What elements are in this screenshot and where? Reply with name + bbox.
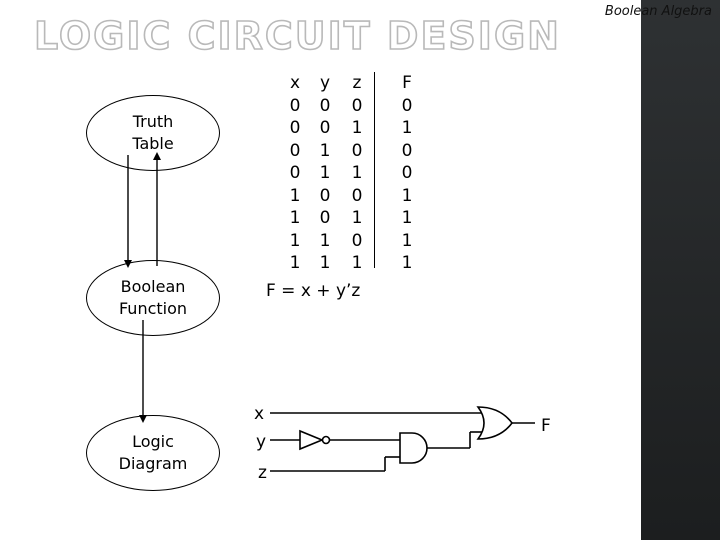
truth-table-cell: 0 [319,95,331,116]
node-truth-table-label: Truth Table [132,112,174,153]
truth-table-cell: 0 [401,95,413,116]
truth-table-cell: 1 [289,185,301,206]
truth-table-cell: 1 [351,118,363,138]
input-label-y: y [256,432,267,452]
truth-table-column-z: z 0 1 0 1 0 1 0 1 [342,72,372,275]
truth-table-cell: 0 [351,185,363,206]
truth-table-cell: 0 [289,118,301,138]
truth-table-cell: 0 [289,163,301,183]
truth-table-cell: 0 [351,230,363,251]
truth-table-cell: 0 [319,118,331,138]
output-label-f: F [541,416,551,436]
truth-table-cell: 1 [319,163,331,183]
truth-table-cell: 1 [351,253,363,273]
not-gate [299,429,331,451]
input-label-z: z [258,463,267,483]
input-label-x: x [254,404,265,424]
truth-table-cell: 1 [319,140,331,161]
truth-table-cell: 0 [289,140,301,161]
truth-table-header: z [352,73,362,93]
node-boolean-function: Boolean Function [86,260,220,336]
node-logic-diagram: Logic Diagram [86,415,220,491]
truth-table-cell: 0 [289,95,301,116]
truth-table-cell: 1 [401,185,413,206]
truth-table-column-x: x 0 0 0 0 1 1 1 1 [280,72,310,275]
truth-table-cell: 1 [401,253,413,273]
truth-table-cell: 1 [319,253,331,273]
truth-table-header: x [289,73,301,93]
truth-table-cell: 0 [351,95,363,116]
truth-table-cell: 1 [289,253,301,273]
truth-table-header: y [319,73,331,93]
truth-table-cell: 1 [351,163,363,183]
truth-table-cell: 1 [319,230,331,251]
truth-table-cell: 0 [351,140,363,161]
truth-table-cell: 0 [401,163,413,183]
truth-table-cell: 0 [401,140,413,161]
slide-title: LOGIC CIRCUIT DESIGN [33,13,561,59]
node-boolean-function-label: Boolean Function [118,277,188,318]
truth-table-cell: 0 [319,208,331,228]
truth-table-column-y: y 0 0 1 1 0 0 1 1 [310,72,340,275]
truth-table-cell: 1 [401,230,413,251]
and-gate [399,432,428,464]
node-logic-diagram-label: Logic Diagram [118,432,188,473]
truth-table-cell: 0 [319,185,331,206]
or-gate [476,406,514,440]
right-decorative-strip [641,0,720,540]
boolean-equation: F = x + y’z [266,281,361,301]
truth-table-column-f: F 0 1 0 0 1 1 1 1 [392,72,422,275]
corner-label: Boolean Algebra [604,4,712,19]
truth-table-cell: 1 [401,118,413,138]
truth-table-cell: 1 [351,208,363,228]
node-truth-table: Truth Table [86,95,220,171]
truth-table-cell: 1 [289,230,301,251]
truth-table-cell: 1 [401,208,413,228]
truth-table-cell: 1 [289,208,301,228]
truth-table-header: F [402,73,412,93]
truth-table-divider [374,72,375,268]
